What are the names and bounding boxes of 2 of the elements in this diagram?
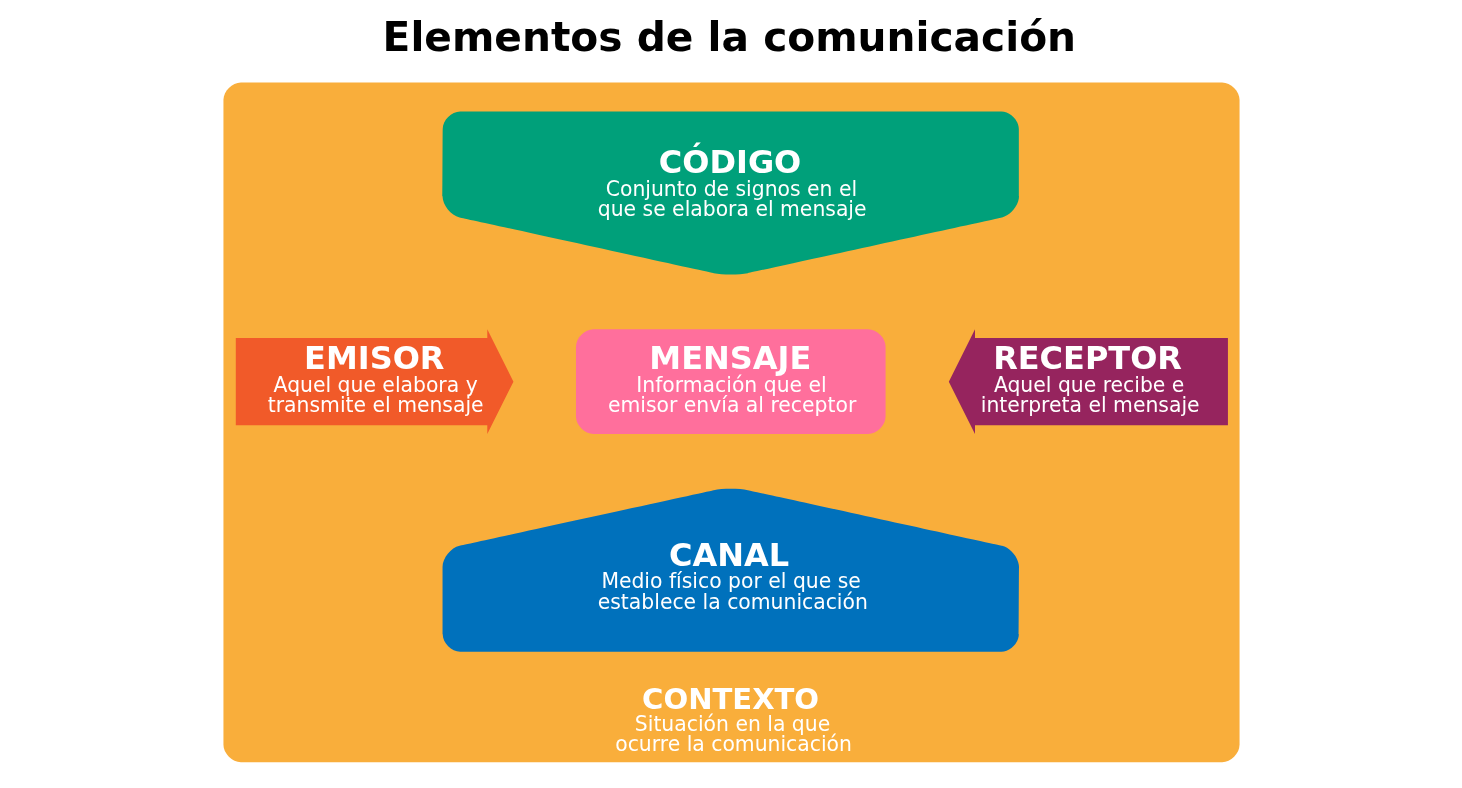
diagram-title: Elementos de la comunicación	[382, 12, 1076, 61]
node-box: MENSAJE Información que el emisor envía al receptor	[575, 329, 886, 434]
